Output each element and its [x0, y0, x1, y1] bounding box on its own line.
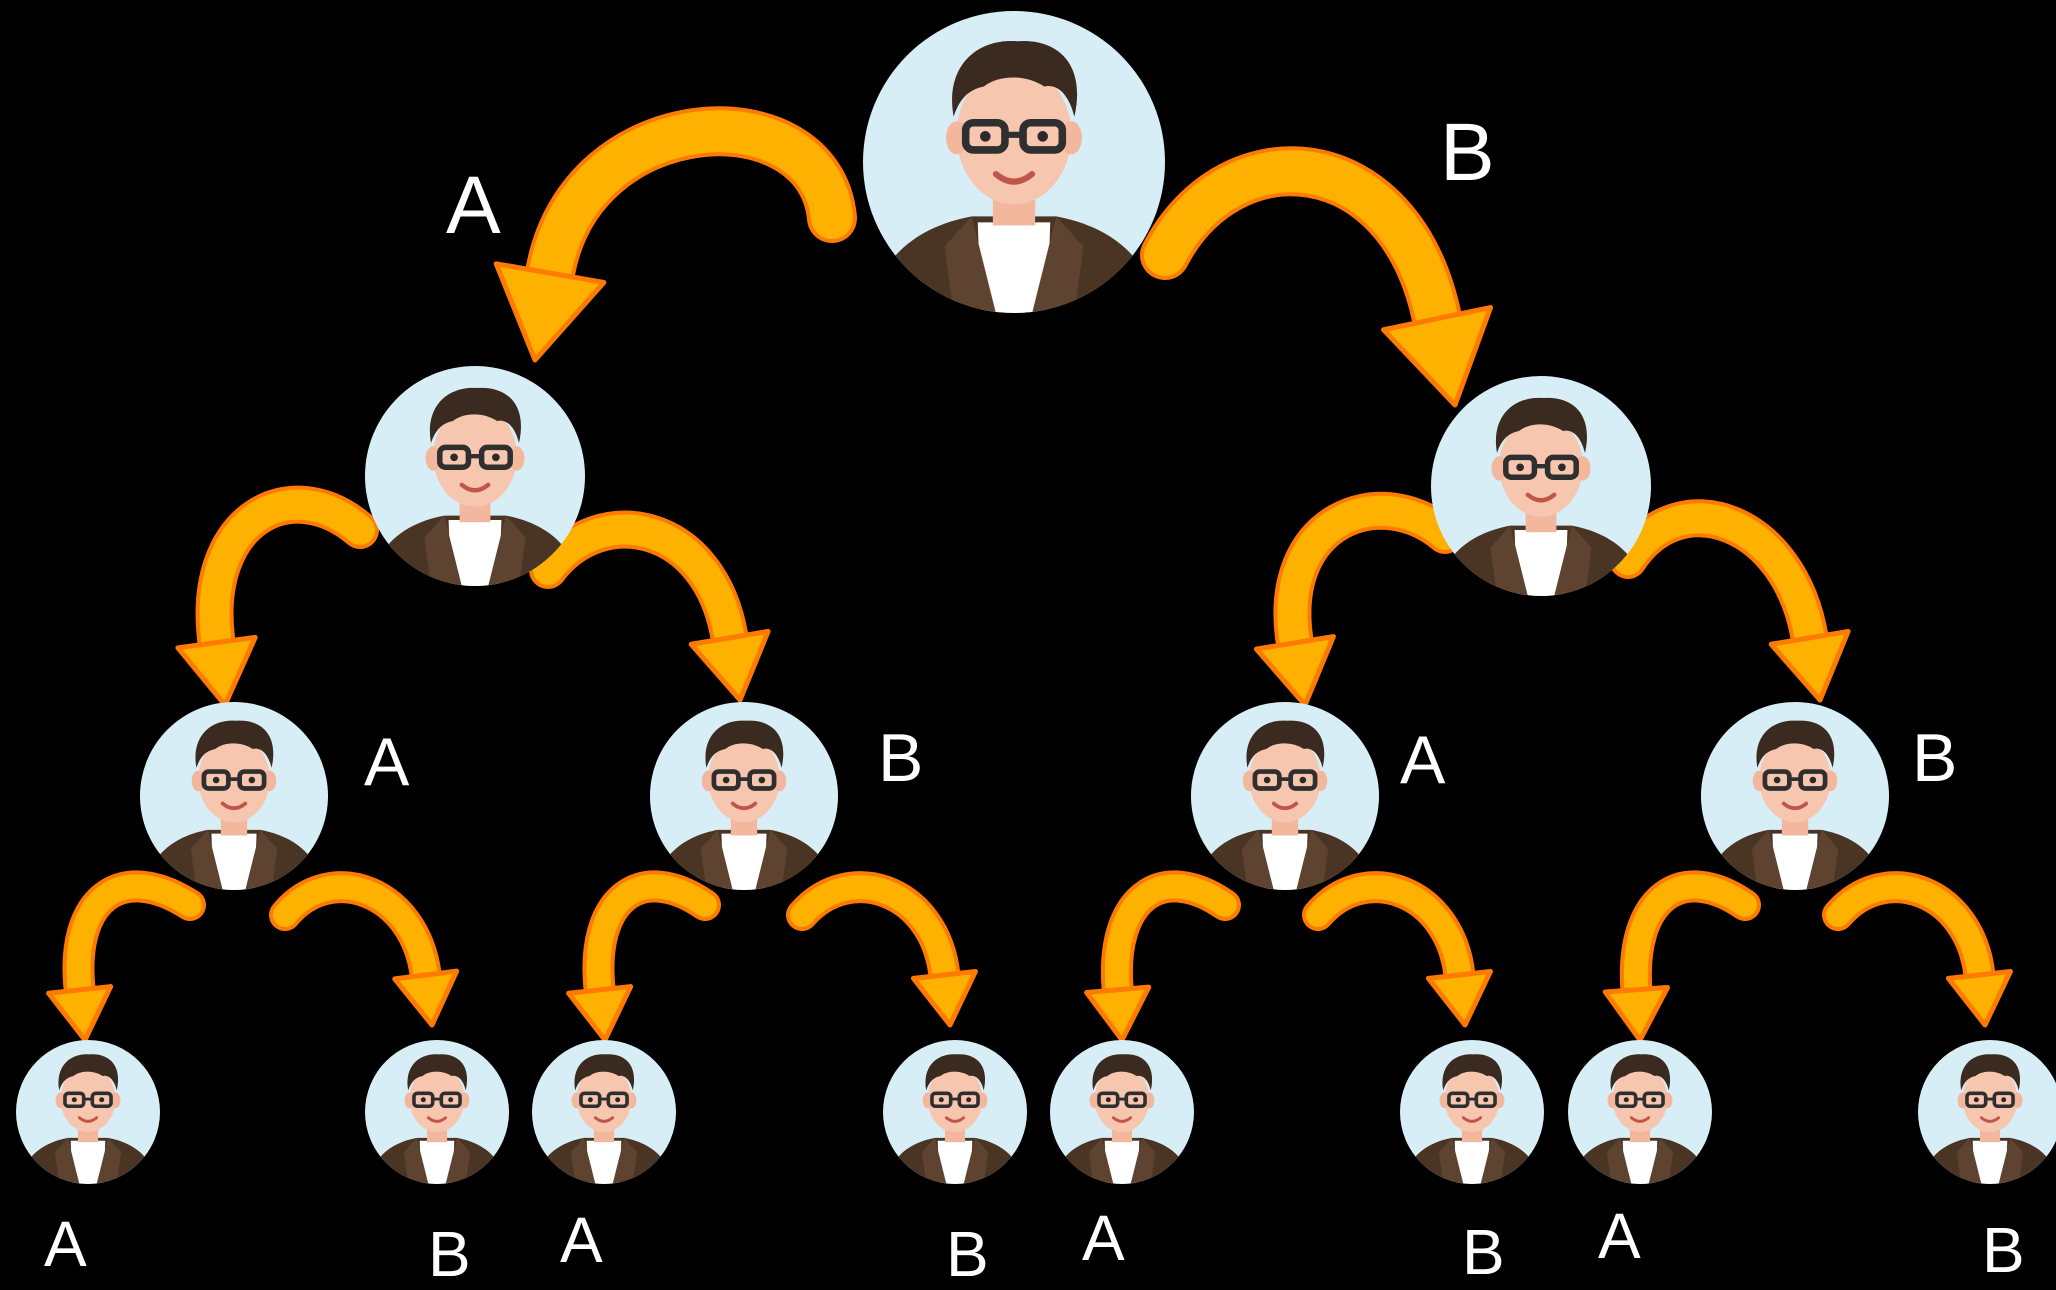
person-avatar-l1-right [1431, 376, 1651, 596]
leaf-label-5: A [1082, 1202, 1125, 1274]
node-label-level2-1: A [364, 724, 410, 800]
arrow-l2-3-to-l3-6-head [1425, 968, 1493, 1028]
arrow-l2-4-to-l3-7 [1602, 870, 1761, 1043]
person-with-glasses-icon [1400, 1040, 1544, 1184]
arrow-l2-4-to-l3-8 [1822, 871, 2013, 1028]
arrow-l1left-to-l2-1 [175, 485, 379, 708]
arrow-l2-3-to-l3-5-shaft [1104, 874, 1237, 1002]
person-avatar-l3-5 [1050, 1040, 1194, 1184]
person-with-glasses-icon [863, 11, 1165, 313]
arrow-l1right-to-l2-4-shaft [1613, 503, 1825, 653]
arrow-l1right-to-l2-4-head [1768, 628, 1851, 703]
person-avatar-l2-3 [1191, 702, 1379, 890]
person-avatar-l3-1 [16, 1040, 160, 1184]
arrow-l1right-to-l2-3-head [1253, 634, 1336, 708]
arrow-l2-4-to-l3-8-head [1945, 968, 2013, 1028]
person-with-glasses-icon [365, 366, 585, 586]
person-with-glasses-icon [650, 702, 838, 890]
person-with-glasses-icon [1050, 1040, 1194, 1184]
person-with-glasses-icon [1431, 376, 1651, 596]
arrow-l2-3-to-l3-6-shaft [1306, 875, 1472, 987]
person-with-glasses-icon [1191, 702, 1379, 890]
person-avatar-l3-8 [1918, 1040, 2056, 1184]
arrow-l2-1-to-l3-1 [46, 870, 206, 1043]
person-with-glasses-icon [1701, 702, 1889, 890]
arrow-l2-2-to-l3-3-head [566, 984, 634, 1043]
arrow-l2-1-to-l3-2-shaft [273, 875, 438, 987]
person-avatar-l3-7 [1568, 1040, 1712, 1184]
person-with-glasses-icon [883, 1040, 1027, 1184]
arrows-layer [46, 106, 2013, 1043]
leaf-label-4: B [946, 1218, 989, 1290]
leaf-label-2: B [428, 1218, 471, 1290]
leaf-label-1: A [44, 1208, 87, 1280]
arrow-l2-1-to-l3-1-head [46, 984, 114, 1043]
arrow-l2-3-to-l3-5 [1084, 870, 1241, 1043]
person-with-glasses-icon [532, 1040, 676, 1184]
person-with-glasses-icon [365, 1040, 509, 1184]
person-avatar-l3-3 [532, 1040, 676, 1184]
node-label-level2-2: B [878, 720, 924, 796]
node-label-level2-3: A [1400, 722, 1446, 798]
arrow-l2-2-to-l3-3-shaft [586, 874, 717, 1002]
person-avatar-l3-4 [883, 1040, 1027, 1184]
arrow-root-to-right-head [1381, 305, 1494, 408]
branch-label-level1-left: A [446, 160, 501, 251]
person-with-glasses-icon [16, 1040, 160, 1184]
arrow-root-to-left [493, 106, 857, 363]
arrow-l1left-to-l2-2-shaft [533, 514, 745, 653]
arrow-l2-4-to-l3-7-shaft [1623, 874, 1757, 1002]
arrow-l1right-to-l2-3-shaft [1277, 495, 1460, 658]
arrow-l2-1-to-l3-2 [269, 871, 460, 1028]
arrow-root-to-right [1140, 146, 1494, 408]
arrow-l1right-to-l2-4 [1609, 499, 1851, 703]
person-avatar-l3-2 [365, 1040, 509, 1184]
arrow-l1right-to-l2-3 [1253, 491, 1464, 708]
node-label-level2-4: B [1912, 720, 1958, 796]
person-avatar-l2-1 [140, 702, 328, 890]
arrow-l2-1-to-l3-1-shaft [66, 874, 202, 1002]
person-avatar-l1-left [365, 366, 585, 586]
arrow-root-to-left-head [493, 261, 607, 363]
arrow-l2-2-to-l3-4-head [910, 968, 978, 1028]
person-avatar-l3-6 [1400, 1040, 1544, 1184]
arrow-l2-2-to-l3-4-shaft [790, 875, 957, 987]
arrow-l1left-to-l2-2-head [688, 628, 771, 703]
arrow-root-to-left-shaft [529, 110, 853, 295]
arrow-l2-2-to-l3-4 [786, 871, 978, 1028]
arrow-l2-4-to-l3-8-shaft [1826, 875, 1992, 987]
person-with-glasses-icon [1918, 1040, 2056, 1184]
person-avatar-l2-2 [650, 702, 838, 890]
arrow-l2-1-to-l3-2-head [392, 968, 460, 1028]
avatars-layer [16, 11, 2056, 1184]
arrow-l1left-to-l2-2 [529, 510, 771, 703]
person-with-glasses-icon [1568, 1040, 1712, 1184]
arrow-l1left-to-l2-1-shaft [199, 489, 375, 658]
arrow-l1left-to-l2-1-head [175, 634, 258, 708]
person-avatar-root [863, 11, 1165, 313]
person-with-glasses-icon [140, 702, 328, 890]
leaf-label-7: A [1598, 1200, 1641, 1272]
arrow-l2-3-to-l3-5-head [1084, 984, 1152, 1043]
arrow-l2-4-to-l3-7-head [1602, 985, 1671, 1043]
arrow-l2-2-to-l3-3 [566, 870, 721, 1043]
leaf-label-8: B [1982, 1214, 2025, 1286]
arrow-root-to-right-shaft [1144, 150, 1459, 340]
arrow-l2-3-to-l3-6 [1302, 871, 1493, 1028]
branch-label-level1-right: B [1440, 107, 1495, 198]
leaf-label-3: A [560, 1204, 603, 1276]
leaf-label-6: B [1462, 1216, 1505, 1288]
person-avatar-l2-4 [1701, 702, 1889, 890]
